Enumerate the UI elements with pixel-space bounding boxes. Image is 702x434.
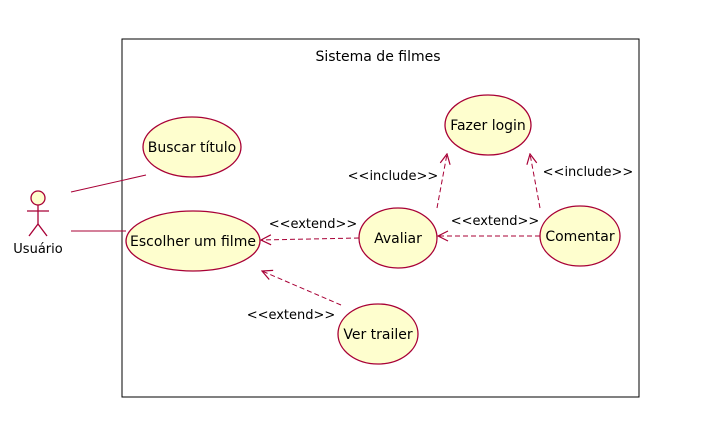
label-extend-comentar-avaliar: <<extend>> [451, 214, 540, 229]
include-avaliar-login-arrow [436, 154, 447, 209]
label-extend-avaliar-escolher: <<extend>> [269, 217, 358, 232]
actor-right-leg [37, 223, 48, 237]
use-case-fazer-login-label: Fazer login [450, 118, 526, 134]
use-case-escolher-filme-label: Escolher um filme [130, 234, 256, 250]
use-case-fazer-login[interactable]: Fazer login [444, 94, 532, 156]
use-case-avaliar[interactable]: Avaliar [358, 207, 438, 269]
use-case-avaliar-label: Avaliar [374, 231, 422, 247]
use-case-buscar-titulo[interactable]: Buscar título [142, 116, 242, 178]
use-case-escolher-filme[interactable]: Escolher um filme [125, 210, 261, 272]
label-extend-trailer-escolher: <<extend>> [247, 308, 336, 323]
use-case-comentar[interactable]: Comentar [539, 205, 621, 267]
actor-left-leg [28, 223, 39, 237]
use-case-comentar-label: Comentar [545, 229, 615, 245]
label-include-comentar-login: <<include>> [543, 165, 634, 180]
use-case-buscar-titulo-label: Buscar título [148, 140, 236, 156]
label-include-avaliar-login: <<include>> [348, 169, 439, 184]
actor-head [30, 190, 46, 206]
actor-name: Usuário [13, 242, 62, 257]
extend-trailer-escolher-arrow [262, 271, 342, 306]
use-case-ver-trailer[interactable]: Ver trailer [337, 303, 419, 365]
use-case-ver-trailer-label: Ver trailer [343, 327, 413, 343]
include-comentar-login-arrow [530, 154, 541, 209]
actor-usuario[interactable] [27, 190, 49, 237]
system-boundary [121, 38, 640, 398]
association-buscar [70, 174, 147, 193]
extend-avaliar-escolher-arrow [261, 238, 360, 240]
system-title: Sistema de filmes [315, 49, 440, 65]
